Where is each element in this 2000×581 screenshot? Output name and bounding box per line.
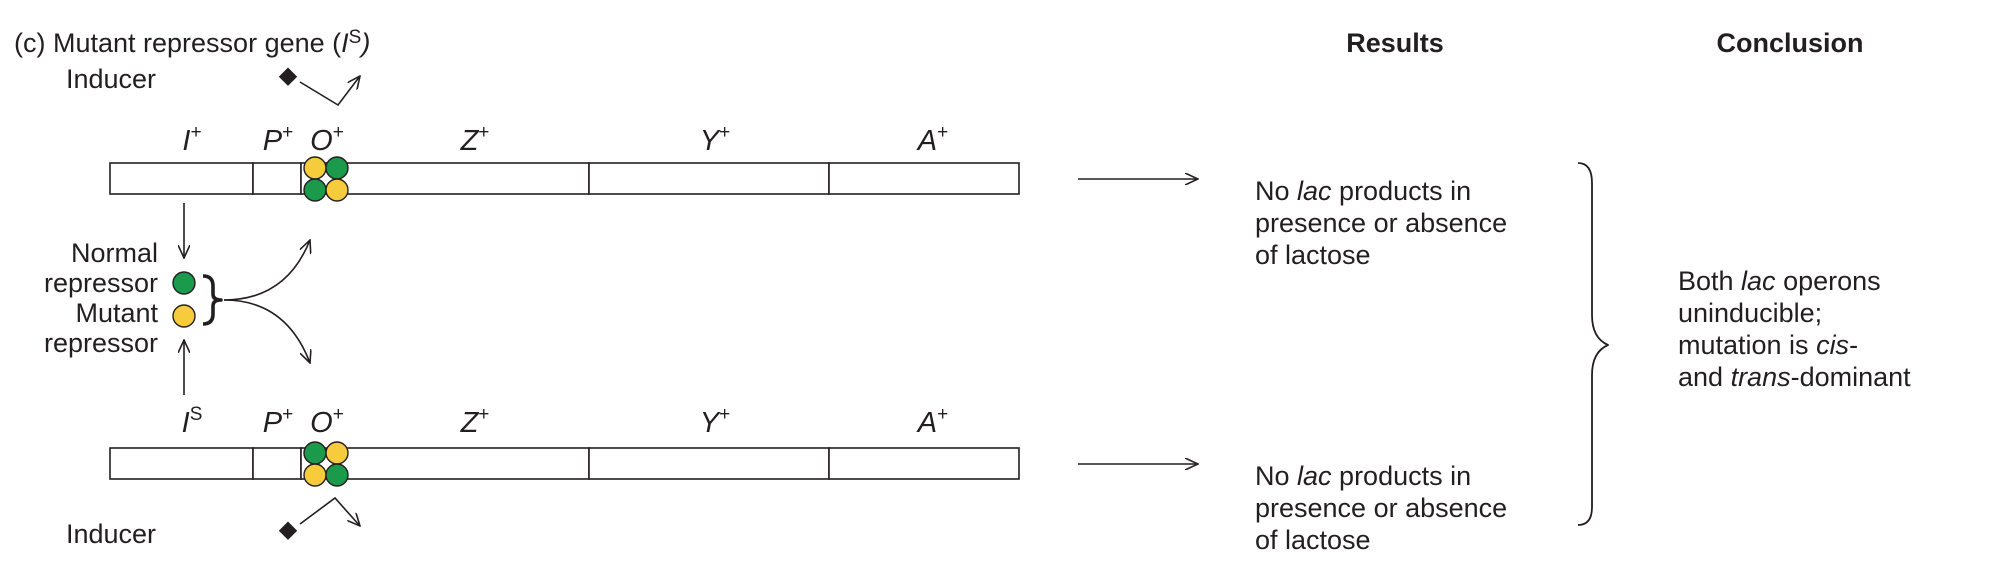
- result-bottom-line-3: of lactose: [1255, 525, 1371, 555]
- result-bottom: No lac products in presence or absence o…: [1255, 461, 1507, 555]
- repressor-to-top-operator-arrow: [223, 240, 310, 301]
- conclusion-line-1: Both lac operons: [1678, 266, 1881, 296]
- normal-repressor-icon: [172, 271, 196, 295]
- gene-segment-oz-top: [300, 162, 590, 195]
- result-top-line-1: No lac products in: [1255, 176, 1471, 206]
- results-header: Results: [1346, 28, 1444, 58]
- inducer-label-top: Inducer: [66, 64, 156, 94]
- gene-label-z-bottom: Z+: [460, 404, 490, 439]
- gene-segment-i-bottom: [109, 447, 254, 480]
- gene-label-o-top: O+: [310, 122, 344, 157]
- gene-label-a-top: A+: [916, 122, 948, 157]
- bottom-operon: IS P+ O+ Z+ Y+ A+ Inducer: [66, 404, 1020, 549]
- result-bottom-line-2: presence or absence: [1255, 493, 1507, 523]
- conclusion-line-2: uninducible;: [1678, 298, 1822, 328]
- results-brace: [1577, 162, 1609, 526]
- mutant-repressor-icon: [172, 304, 196, 328]
- conclusion-header: Conclusion: [1717, 28, 1864, 58]
- mutant-repressor-label-1: Mutant: [75, 298, 158, 328]
- gene-segment-y-top: [588, 162, 830, 195]
- gene-segment-i-top: [109, 162, 254, 195]
- panel-title: (c) Mutant repressor gene (IS): [14, 27, 370, 58]
- mutant-repressor-label-2: repressor: [44, 328, 158, 358]
- gene-label-y-bottom: Y+: [700, 404, 730, 439]
- bound-repressor-bottom: [303, 441, 349, 487]
- inducer-icon-bottom: [278, 521, 298, 540]
- inducer-binding-arrow-bottom: [299, 496, 360, 526]
- result-top: No lac products in presence or absence o…: [1255, 176, 1507, 270]
- result-top-line-3: of lactose: [1255, 240, 1371, 270]
- gene-label-o-bottom: O+: [310, 404, 344, 439]
- gene-label-p-bottom: P+: [263, 404, 293, 439]
- gene-segment-a-bottom: [828, 447, 1020, 480]
- result-bottom-line-1: No lac products in: [1255, 461, 1471, 491]
- gene-segment-y-bottom: [588, 447, 830, 480]
- conclusion-text: Both lac operons uninducible; mutation i…: [1678, 266, 1911, 392]
- conclusion-line-3: mutation is cis-: [1678, 330, 1858, 360]
- repressor-brace: [202, 274, 223, 326]
- inducer-label-bottom: Inducer: [66, 519, 156, 549]
- normal-repressor-label-1: Normal: [71, 238, 158, 268]
- gene-segment-a-top: [828, 162, 1020, 195]
- gene-label-a-bottom: A+: [916, 404, 948, 439]
- gene-label-y-top: Y+: [700, 122, 730, 157]
- result-top-line-2: presence or absence: [1255, 208, 1507, 238]
- gene-label-i-top: I+: [182, 122, 201, 157]
- inducer-binding-arrow-top: [299, 76, 360, 107]
- repressor-to-bottom-operator-arrow: [223, 299, 310, 363]
- gene-segment-p-top: [252, 162, 302, 195]
- top-operon: Inducer I+ P+ O+ Z+ Y+ A+: [66, 64, 1020, 202]
- gene-segment-p-bottom: [252, 447, 302, 480]
- inducer-icon-top: [278, 67, 298, 86]
- bound-repressor-top: [303, 156, 349, 202]
- gene-label-i-bottom: IS: [182, 404, 203, 439]
- gene-label-z-top: Z+: [460, 122, 490, 157]
- repressor-section: Normal repressor Mutant repressor: [44, 203, 310, 395]
- normal-repressor-label-2: repressor: [44, 268, 158, 298]
- gene-label-p-top: P+: [263, 122, 293, 157]
- conclusion-line-4: and trans-dominant: [1678, 362, 1911, 392]
